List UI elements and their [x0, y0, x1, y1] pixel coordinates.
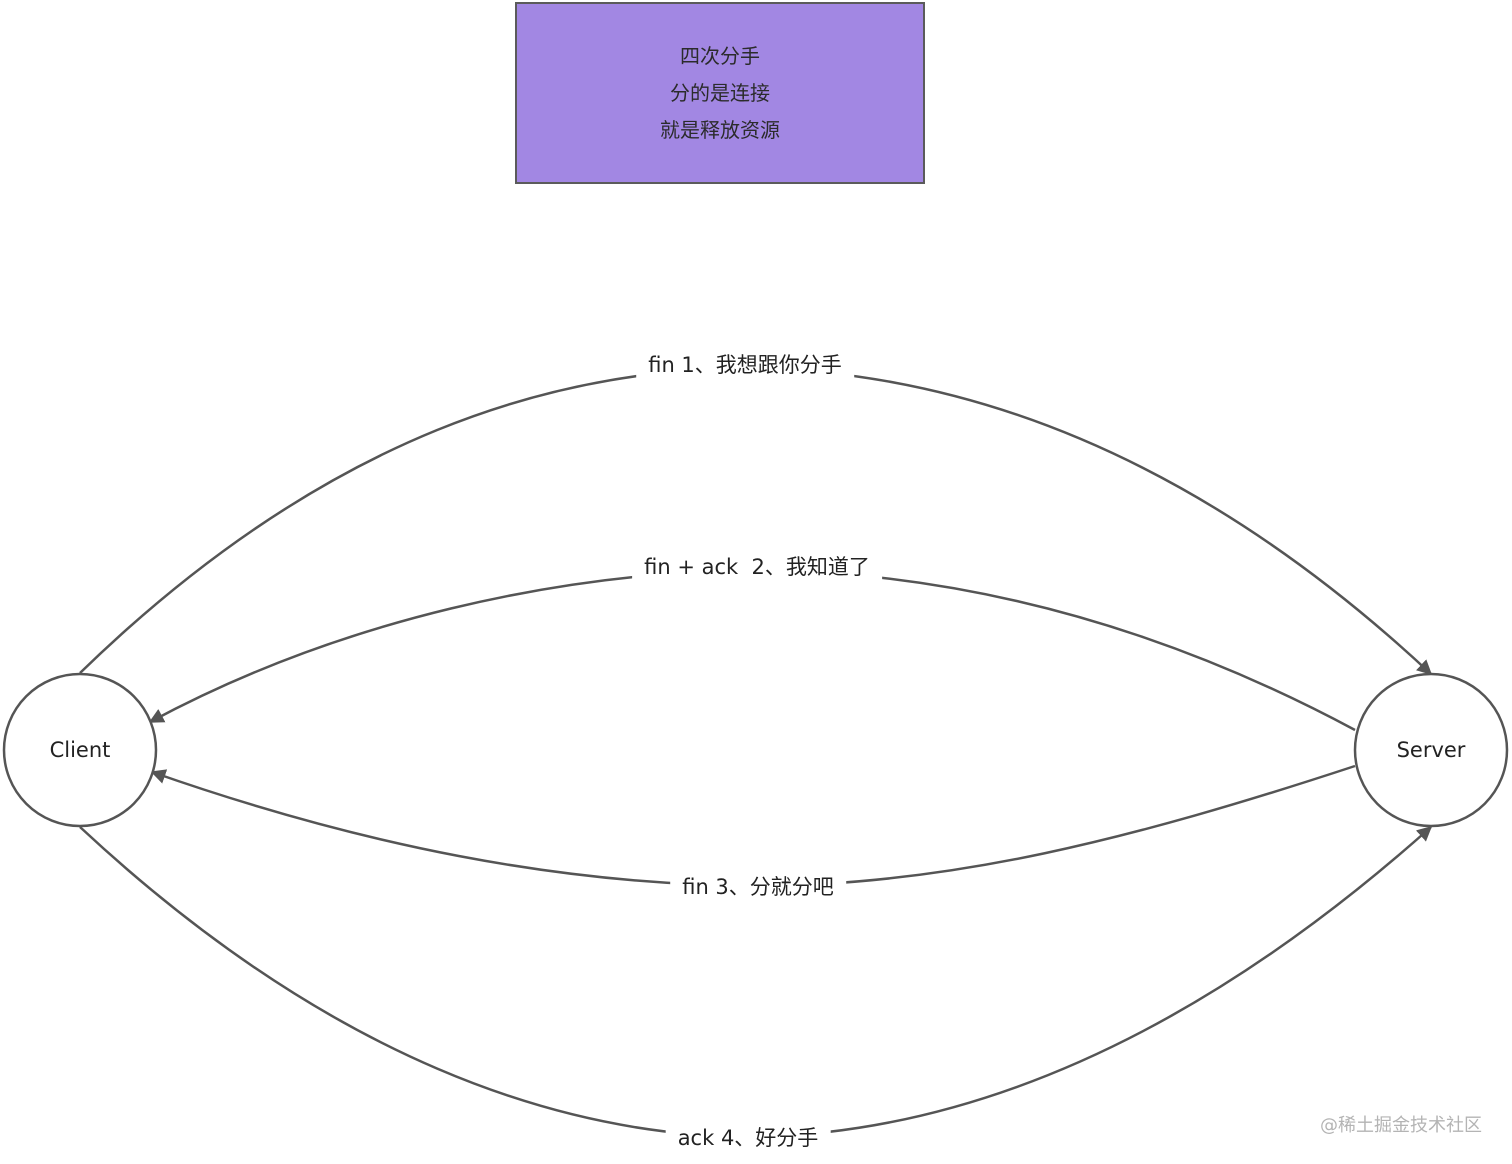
note-line-3: 就是释放资源	[660, 117, 780, 142]
client-node-circle[interactable]	[2, 672, 158, 828]
edge-label-fin3: fin 3、分就分吧	[670, 871, 846, 901]
edge-fin-ack2-line	[148, 568, 1356, 732]
edge-fin3-line	[150, 764, 1356, 888]
edge-label-fin-ack2: fin + ack 2、我知道了	[632, 551, 882, 581]
server-node-label: Server	[1396, 738, 1466, 762]
note-line-1: 四次分手	[680, 43, 760, 68]
client-node-label: Client	[49, 738, 111, 762]
watermark: @稀土掘金技术社区	[1320, 1115, 1482, 1136]
edge-label-ack4: ack 4、好分手	[665, 1122, 831, 1152]
edge-label-fin1: fin 1、我想跟你分手	[636, 349, 854, 379]
edge-fin1-line	[79, 366, 1433, 676]
note-box[interactable]: 四次分手 分的是连接 就是释放资源	[515, 2, 925, 184]
server-node-circle[interactable]	[1353, 672, 1509, 828]
note-line-2: 分的是连接	[670, 80, 770, 105]
